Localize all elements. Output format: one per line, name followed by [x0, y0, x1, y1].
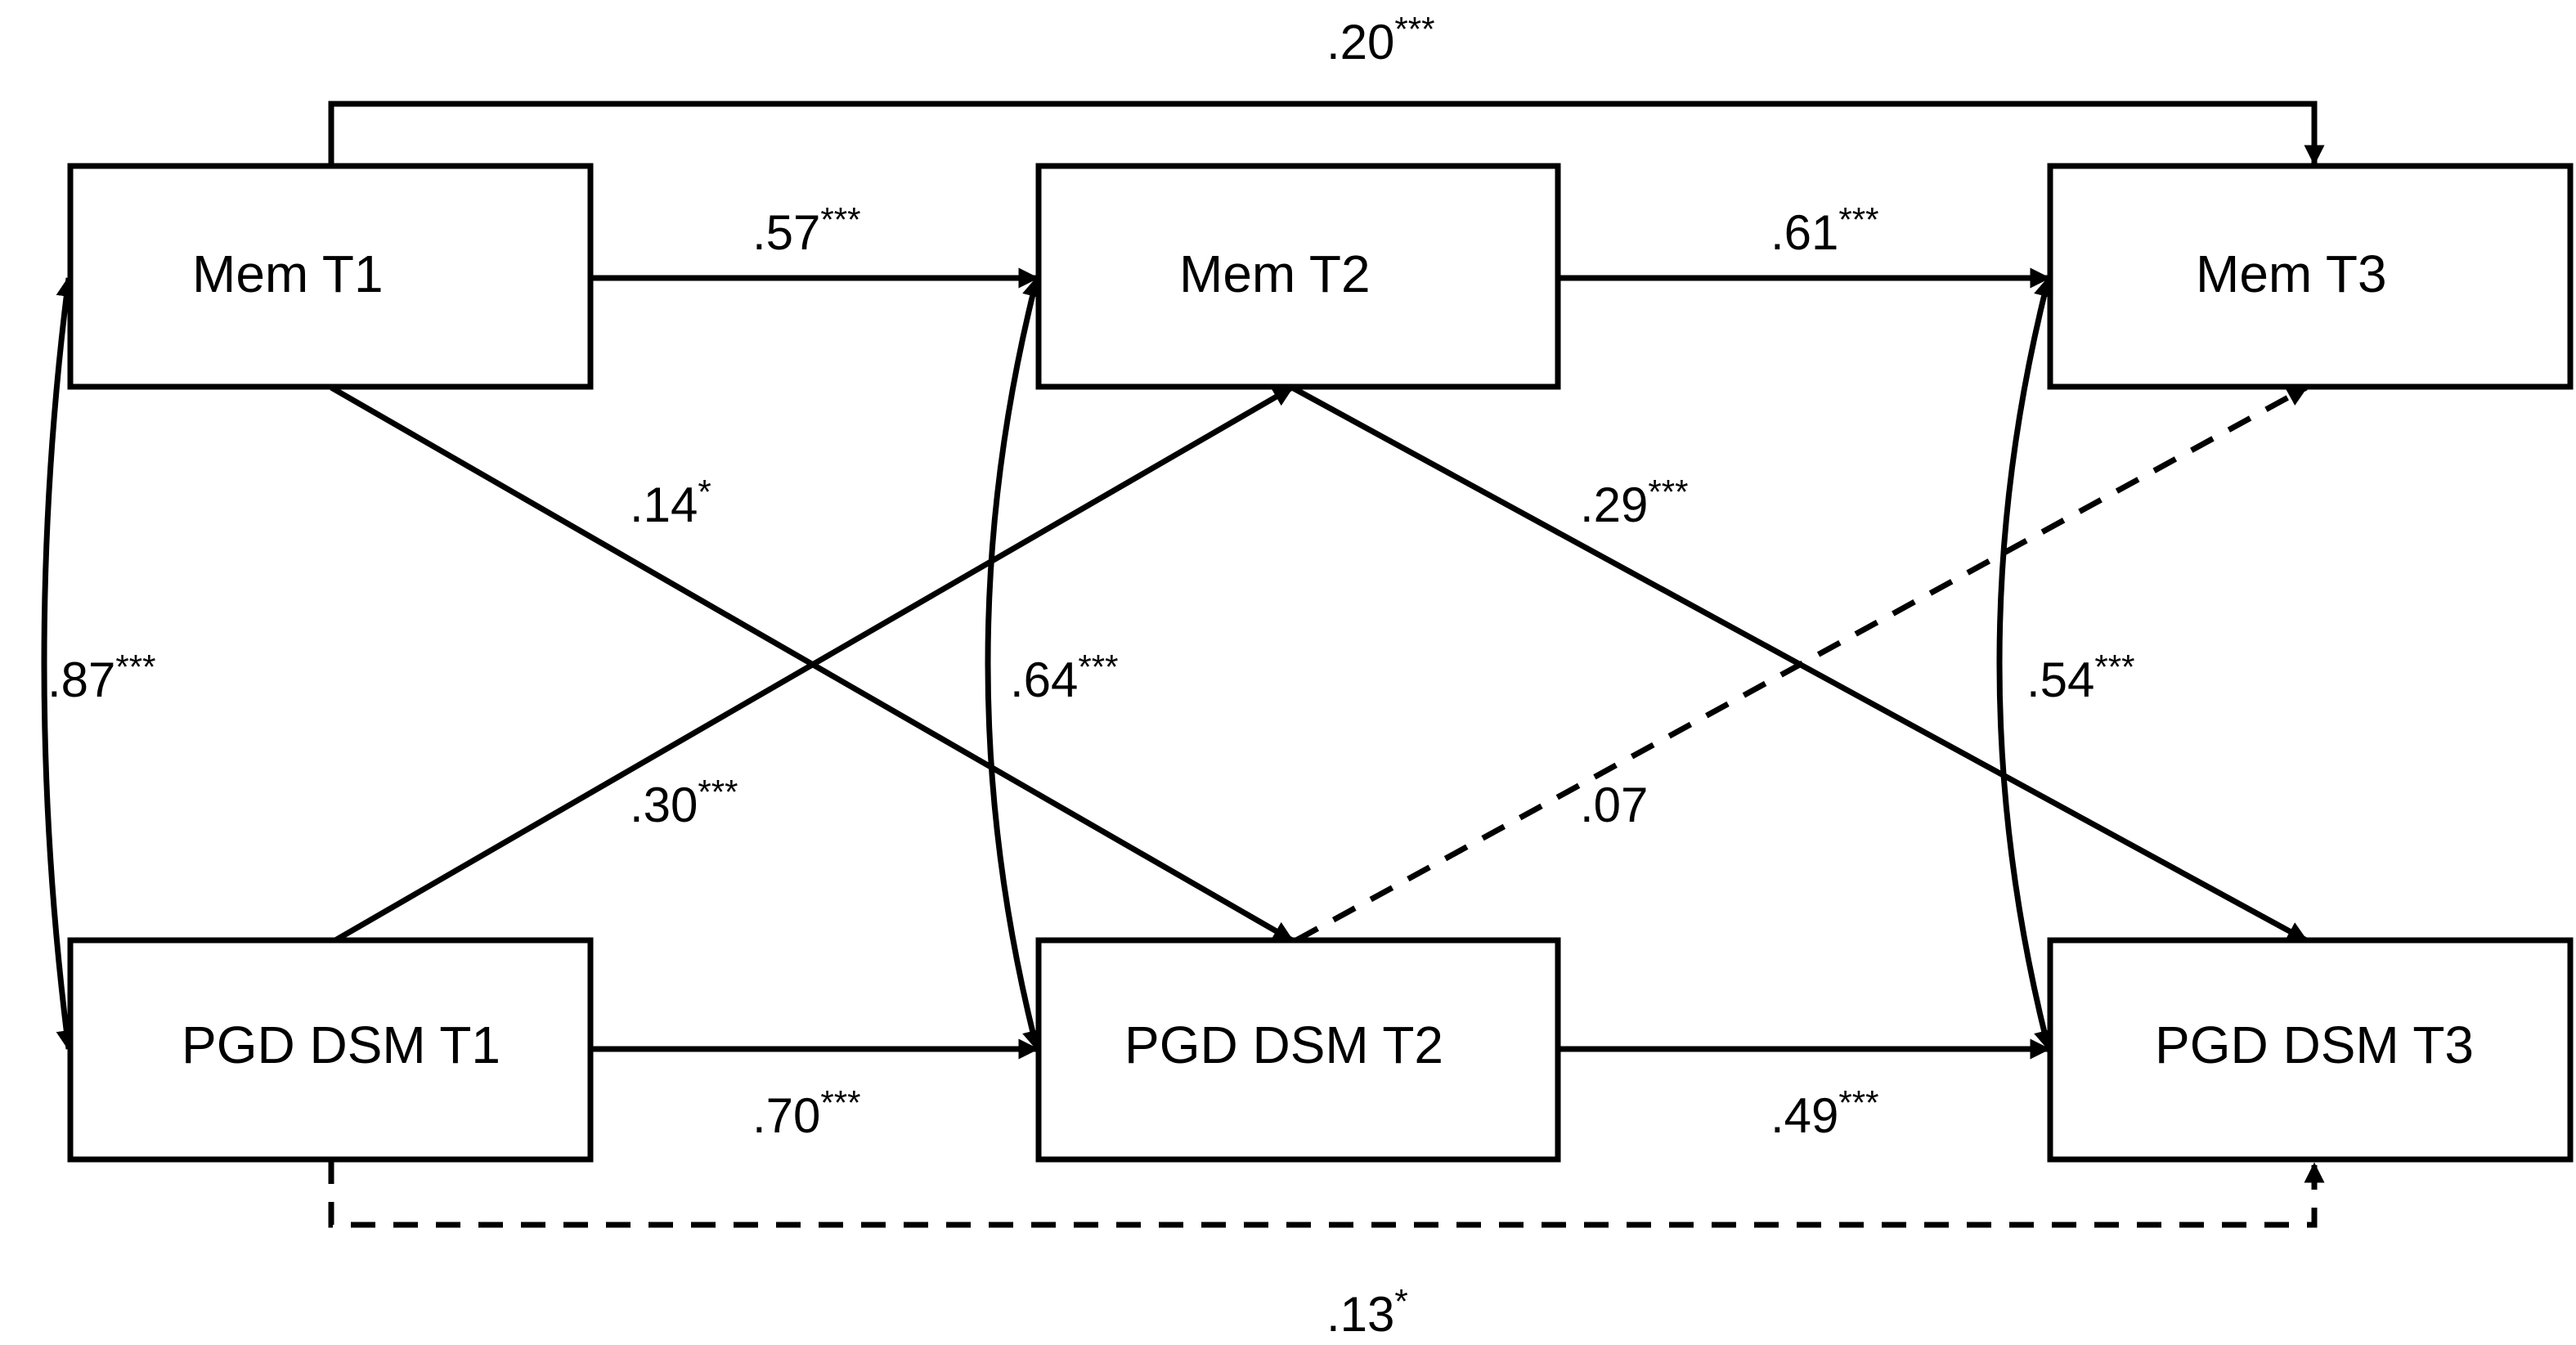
node-pgd-t3: PGD DSM T3 [2047, 937, 2574, 1163]
coef-label-correlation-t3: .54*** [2026, 648, 2134, 707]
coef-label-correlation-t2: .64*** [1010, 648, 1118, 707]
coef-label-pgd-t1-to-pgd-t2: .70*** [752, 1083, 860, 1143]
node-label-mem-t1: Mem T1 [192, 244, 384, 303]
path-pgd-t1-to-mem-t2 [334, 384, 1295, 944]
correlation-arc-t2 [985, 276, 1043, 1051]
node-label-pgd-t3: PGD DSM T3 [2155, 1015, 2474, 1074]
node-label-pgd-t1: PGD DSM T1 [182, 1015, 500, 1074]
node-label-pgd-t2: PGD DSM T2 [1124, 1015, 1443, 1074]
node-label-mem-t3: Mem T3 [2196, 244, 2387, 303]
coef-label-mem-t1-to-mem-t3: .20*** [1326, 10, 1434, 69]
coef-label-mem-t1-to-pgd-t2: .14* [630, 473, 711, 532]
correlation-arc-t3 [1996, 276, 2054, 1051]
coef-label-pgd-t2-to-pgd-t3: .49*** [1770, 1083, 1878, 1143]
coef-label-mem-t2-to-pgd-t3: .29*** [1580, 473, 1688, 532]
path-pgd-t2-to-mem-t3 [1295, 384, 2309, 944]
coef-label-pgd-t2-to-mem-t3: .07 [1580, 778, 1648, 832]
correlation-arc-t1 [41, 276, 77, 1051]
coef-label-correlation-t1: .87*** [47, 648, 155, 707]
path-mem-t1-to-mem-t3 [328, 101, 2325, 166]
node-pgd-t1: PGD DSM T1 [67, 937, 594, 1163]
coef-label-mem-t2-to-mem-t3: .61*** [1770, 200, 1878, 260]
coef-label-mem-t1-to-mem-t2: .57*** [752, 200, 860, 260]
coef-label-pgd-t1-to-mem-t2: .30*** [630, 773, 738, 832]
node-mem-t3: Mem T3 [2047, 163, 2574, 390]
node-label-mem-t2: Mem T2 [1179, 244, 1371, 303]
path-pgd-t1-to-pgd-t3 [328, 1159, 2325, 1228]
node-mem-t1: Mem T1 [67, 163, 594, 390]
node-mem-t2: Mem T2 [1035, 163, 1561, 390]
node-pgd-t2: PGD DSM T2 [1035, 937, 1561, 1163]
coef-label-pgd-t1-to-pgd-t3: .13* [1326, 1282, 1408, 1342]
